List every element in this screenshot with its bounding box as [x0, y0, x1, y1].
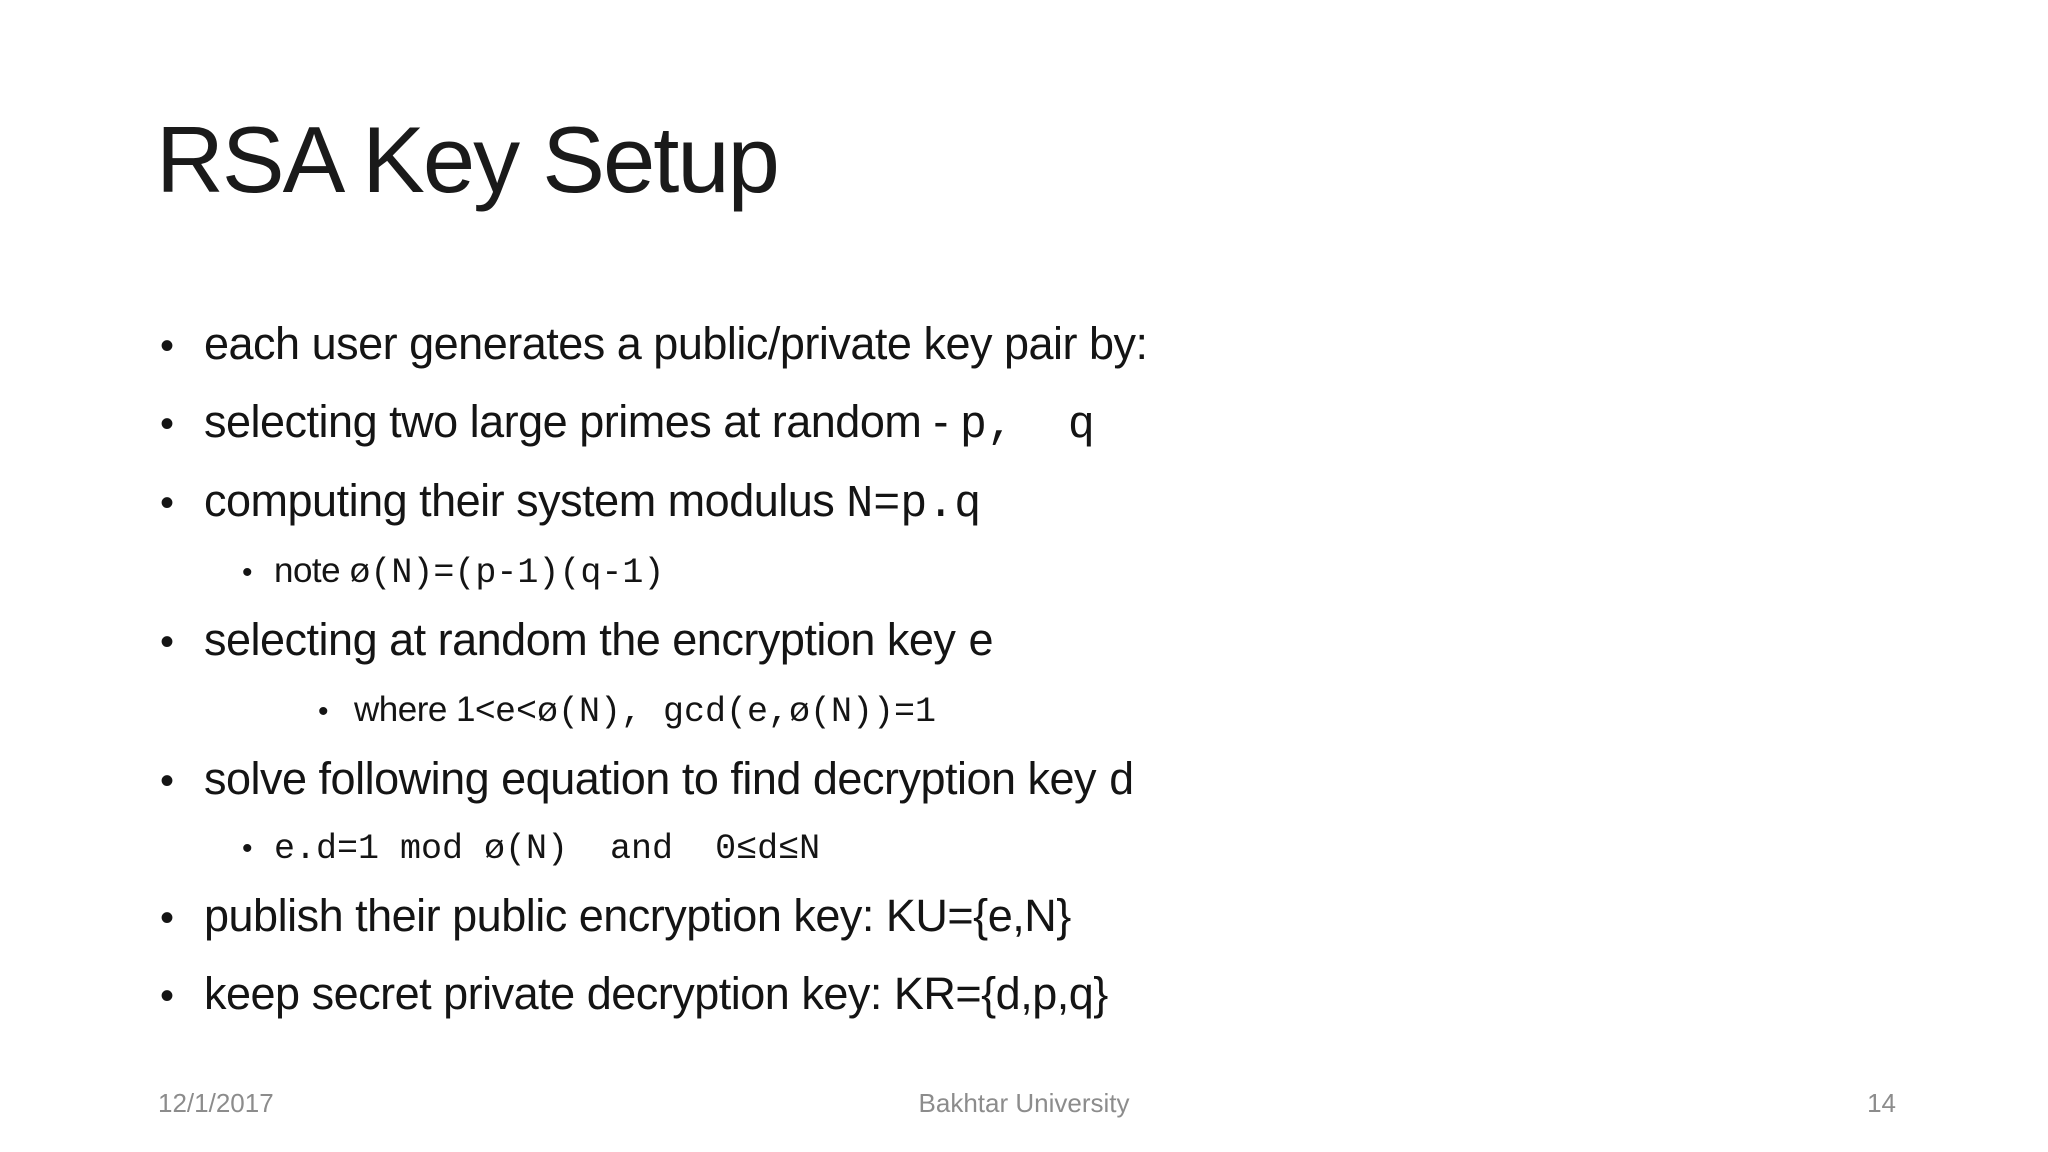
- bullet-math-text: ø(N)=(p-1)(q-1): [349, 553, 665, 593]
- bullet-marker: •: [242, 556, 253, 589]
- bullet-text: where 1<: [354, 690, 495, 729]
- bullet-math-text: e: [967, 618, 995, 669]
- bullet-text: note: [274, 551, 350, 590]
- bullet-item: • keep secret private decryption key: KR…: [160, 956, 1860, 1034]
- bullet-math-text: N=p.q: [846, 479, 982, 530]
- bullet-math-text: d: [1108, 757, 1136, 808]
- bullet-marker: •: [160, 481, 175, 525]
- bullet-text: solve following equation to find decrypt…: [204, 753, 1109, 804]
- bullet-marker: •: [160, 620, 175, 664]
- bullet-item: • computing their system modulus N=p.q: [160, 463, 1860, 542]
- bullet-math-text: e<ø(N), gcd(e,ø(N))=1: [494, 692, 937, 732]
- bullet-marker: •: [242, 832, 253, 865]
- bullet-item: • where 1< e<ø(N), gcd(e,ø(N))=1: [318, 681, 1860, 741]
- bullet-item: • selecting two large primes at random -…: [160, 384, 1860, 463]
- bullet-item: • e.d=1 mod ø(N) and 0≤d≤N: [242, 820, 1860, 878]
- slide-title: RSA Key Setup: [156, 107, 780, 212]
- bullet-marker: •: [318, 695, 329, 728]
- footer-date: 12/1/2017: [158, 1088, 274, 1118]
- footer-page-number: 14: [1867, 1088, 1896, 1118]
- footer-institution: Bakhtar University: [918, 1088, 1130, 1118]
- bullet-text: selecting two large primes at random -: [204, 396, 960, 447]
- bullet-item: • each user generates a public/private k…: [160, 306, 1860, 384]
- bullet-list: • each user generates a public/private k…: [160, 306, 1860, 1034]
- bullet-text: keep secret private decryption key: KR={…: [204, 968, 1108, 1019]
- bullet-item: • note ø(N)=(p-1)(q-1): [242, 542, 1860, 602]
- bullet-math-text: e.d=1 mod ø(N) and 0≤d≤N: [274, 829, 821, 869]
- bullet-marker: •: [160, 759, 175, 803]
- bullet-text: each user generates a public/private key…: [204, 318, 1148, 369]
- bullet-item: • solve following equation to find decry…: [160, 741, 1860, 820]
- bullet-text: selecting at random the encryption key: [204, 614, 968, 665]
- bullet-marker: •: [160, 974, 175, 1018]
- bullet-math-text: p, q: [959, 400, 1095, 451]
- bullet-item: • publish their public encryption key: K…: [160, 878, 1860, 956]
- bullet-item: • selecting at random the encryption key…: [160, 602, 1860, 681]
- bullet-text: publish their public encryption key: KU=…: [204, 890, 1071, 941]
- bullet-marker: •: [160, 402, 175, 446]
- bullet-marker: •: [160, 896, 175, 940]
- bullet-marker: •: [160, 324, 175, 368]
- bullet-text: computing their system modulus: [204, 475, 847, 526]
